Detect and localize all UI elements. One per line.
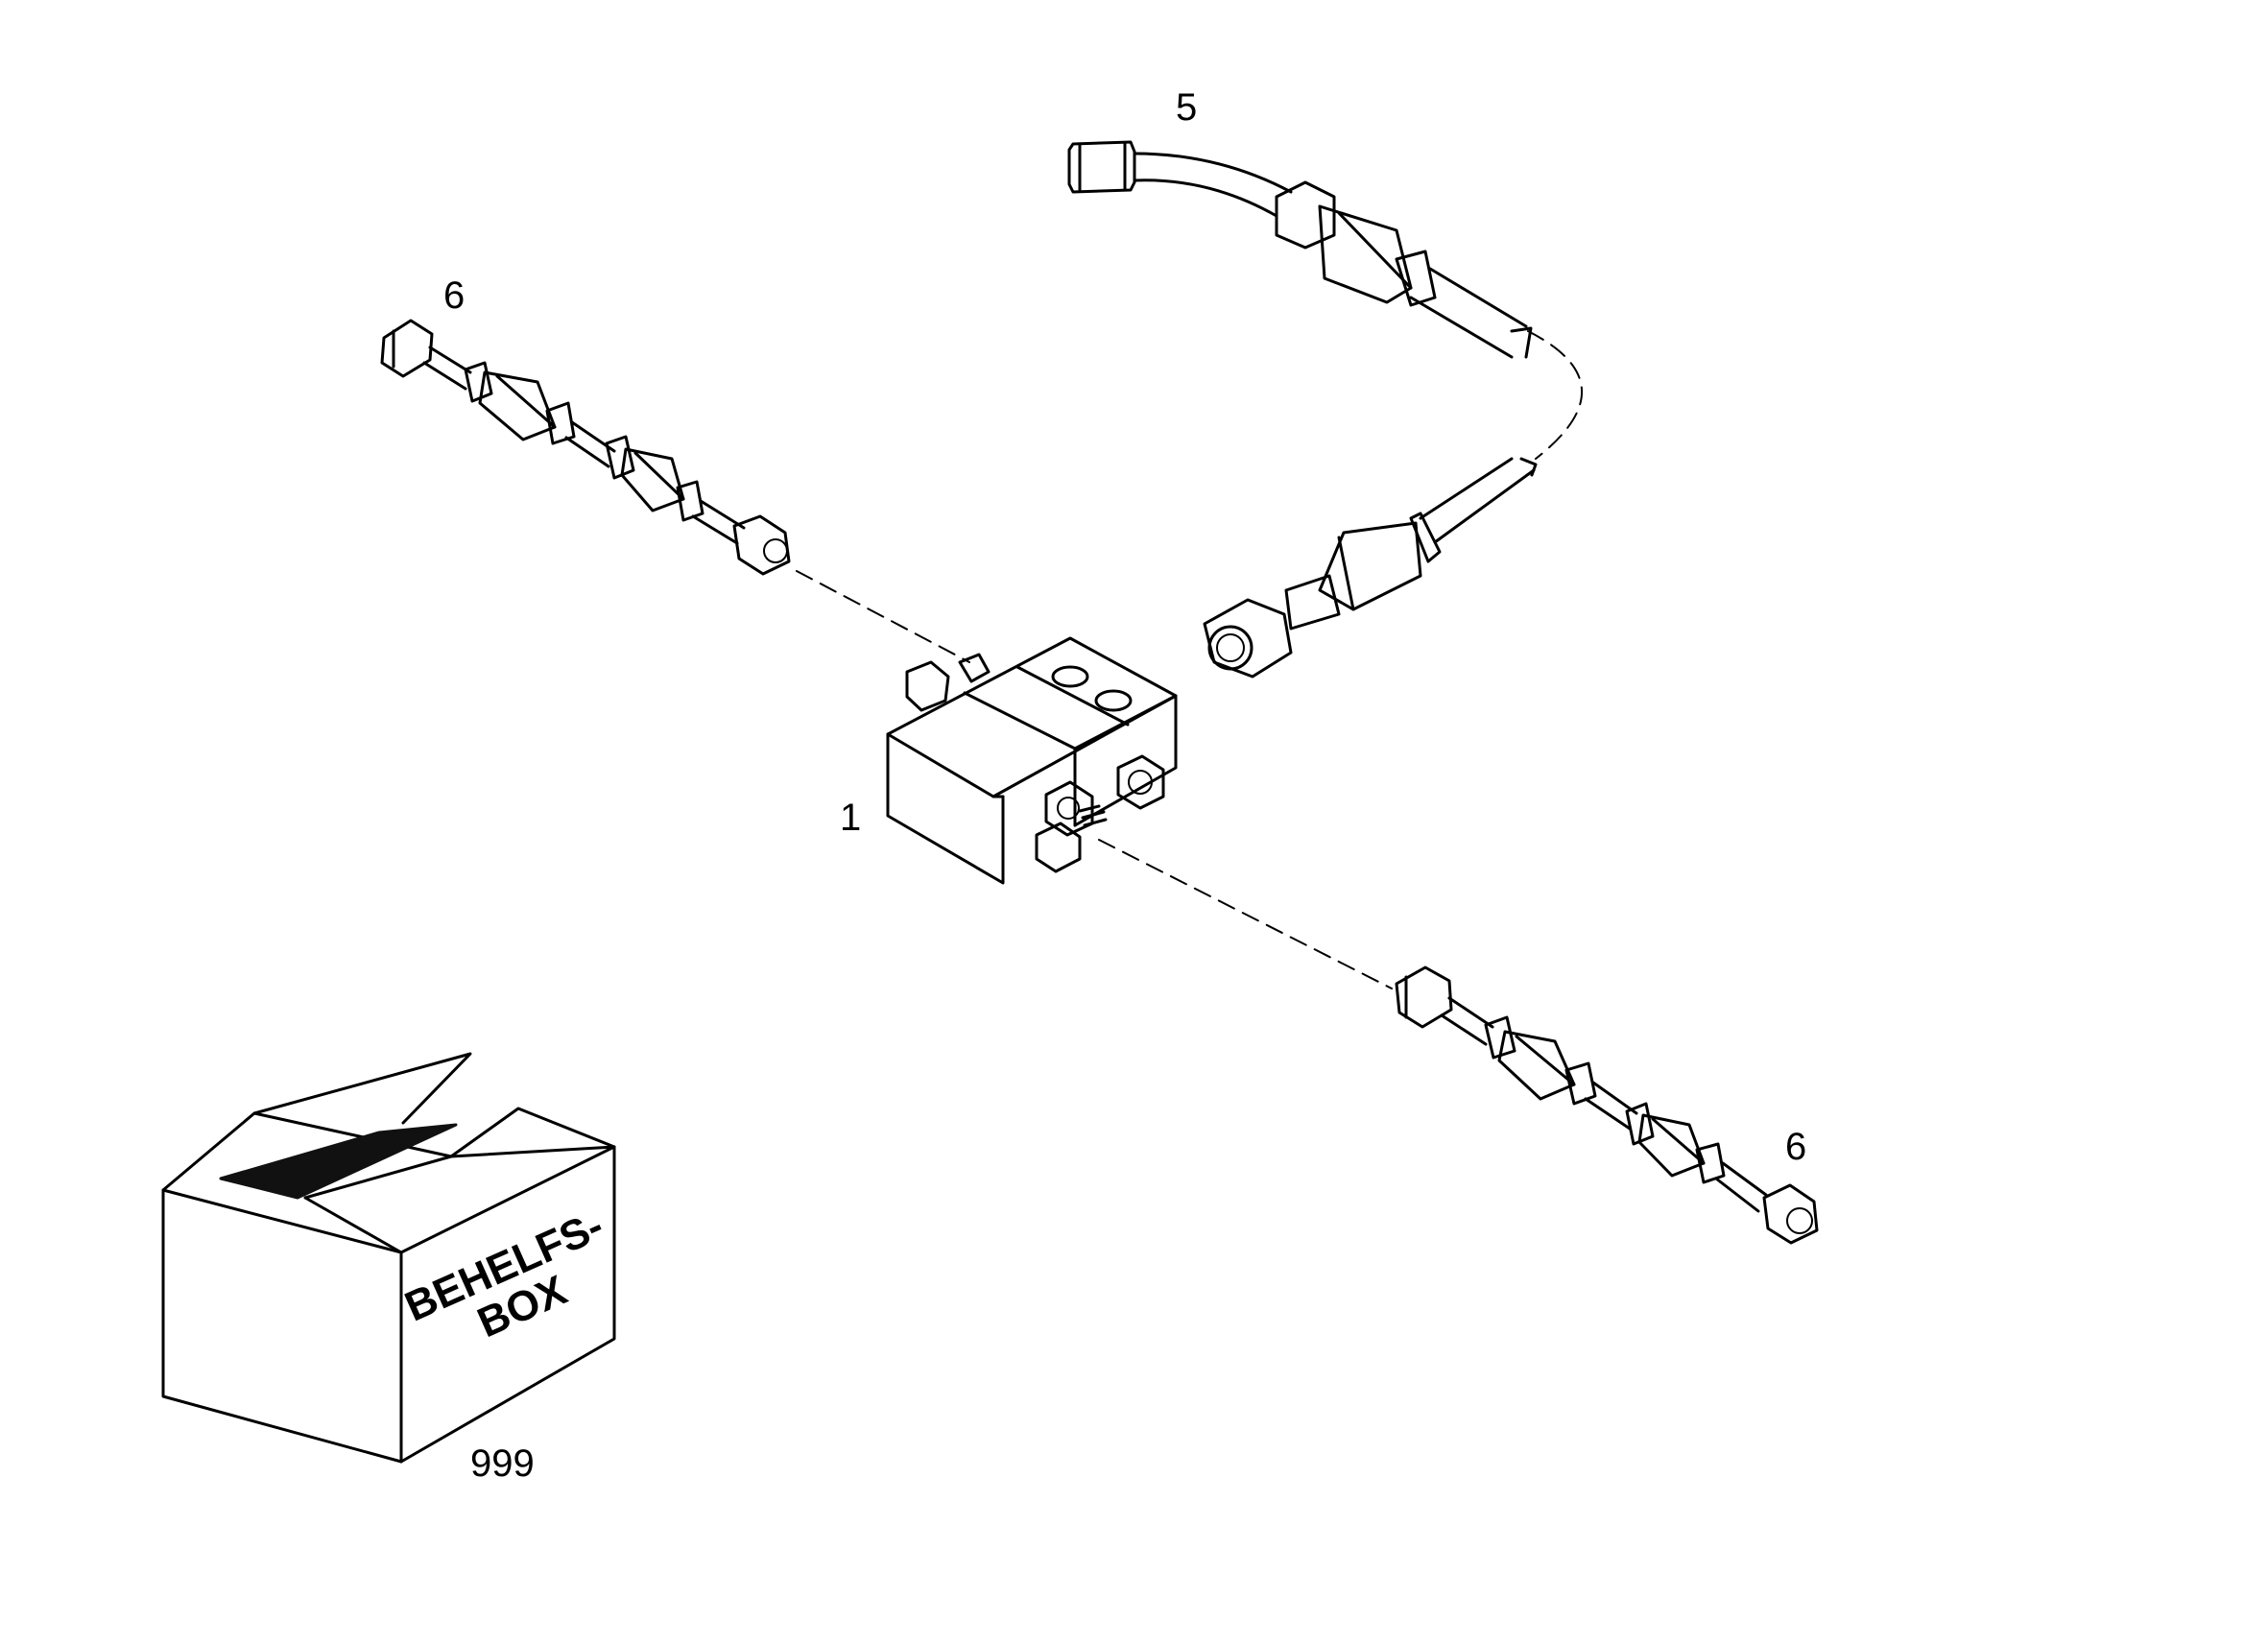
label-part-1: 1 <box>840 797 862 839</box>
supply-line-part-5 <box>1067 140 1538 679</box>
label-part-5: 5 <box>1176 86 1198 129</box>
label-part-6-right: 6 <box>1785 1126 1807 1168</box>
label-part-999: 999 <box>470 1442 535 1485</box>
box-flap-shadow <box>219 1123 458 1200</box>
line-part-6-right <box>1395 965 1819 1245</box>
cardboard-box-icon <box>161 1052 616 1464</box>
label-part-6-left: 6 <box>443 274 466 317</box>
valve-block-part-1 <box>886 636 1178 885</box>
line-part-6-left <box>380 319 791 576</box>
assembly-dash-lines <box>796 330 1584 989</box>
